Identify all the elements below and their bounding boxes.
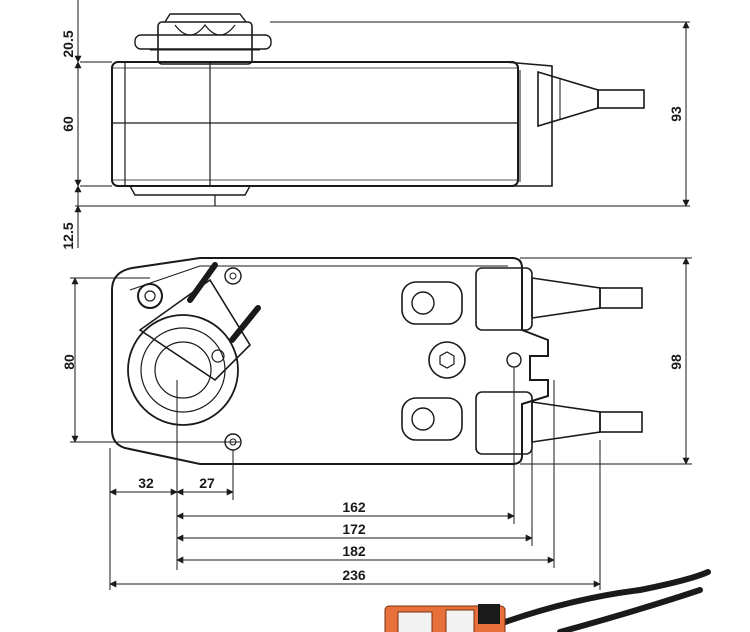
reset-button [428,341,466,379]
dim-93: 93 [668,106,684,122]
dim-162: 162 [342,499,366,515]
connector-cable-photo [384,569,711,632]
orange-plug [384,604,506,632]
dim-172: 172 [342,521,366,537]
side-gear-housing [134,13,272,65]
dim-98: 98 [668,354,684,370]
dim-27: 27 [199,475,215,491]
side-main-body [111,61,553,206]
top-main-body [111,257,549,465]
upper-switch-window [401,281,463,325]
dim-32: 32 [138,475,154,491]
shaft-clamp-assembly [127,262,261,426]
lower-switch-window [401,397,463,441]
dim-236: 236 [342,567,366,583]
side-cable-gland [537,70,645,128]
upper-cable-gland [475,267,643,331]
side-view: 20.5 60 12.5 93 [60,0,690,250]
dim-20-5: 20.5 [60,30,76,57]
mounting-hole [506,352,522,368]
top-view: 80 98 32 27 162 172 182 236 [61,257,692,590]
dim-60: 60 [60,116,76,132]
manual-override-gear [137,283,163,309]
dim-182: 182 [342,543,366,559]
mounting-hole [224,267,242,285]
dim-80: 80 [61,354,77,370]
lower-cable-gland [475,391,643,455]
dim-12-5: 12.5 [60,222,76,249]
